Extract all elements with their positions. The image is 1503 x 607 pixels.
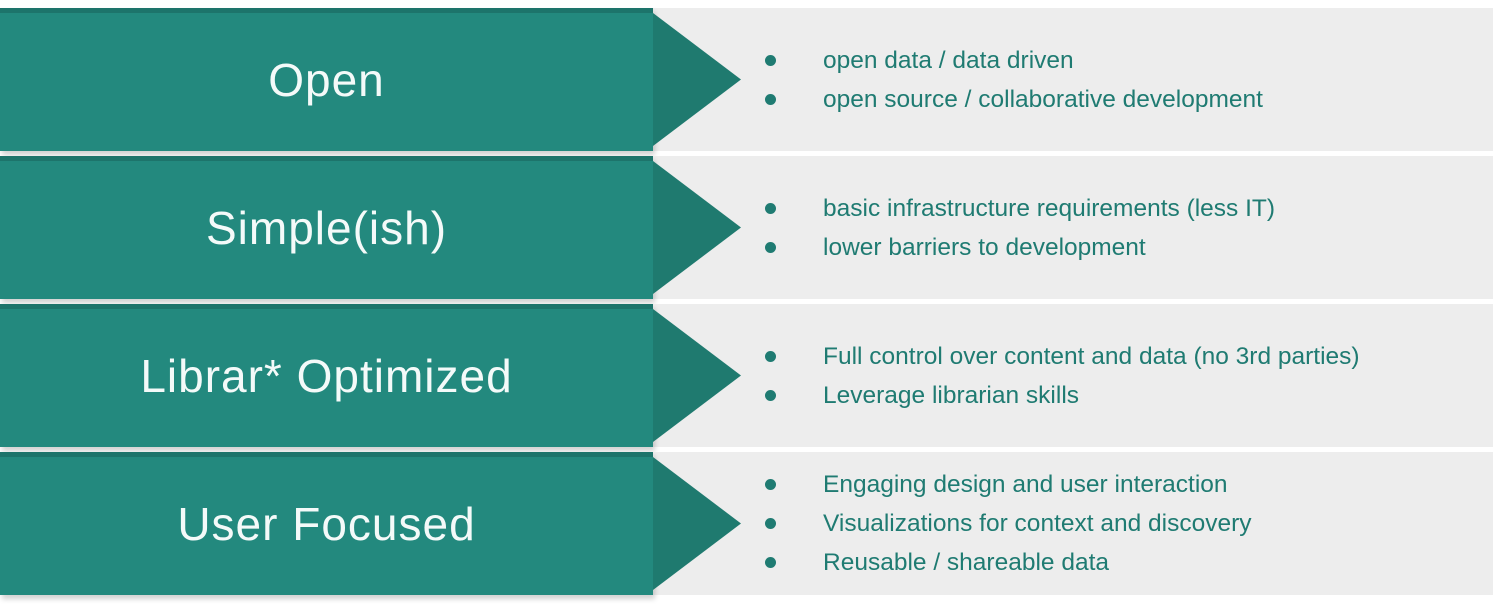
bullet-item: Engaging design and user interaction: [765, 465, 1473, 504]
banner-row-user-focused: User Focused Engaging design and user in…: [0, 452, 1503, 595]
bullet-dot-icon: [765, 518, 776, 529]
arrow-head-icon: [653, 13, 741, 146]
arrow-head-icon: [653, 457, 741, 590]
bullet-item: open data / data driven: [765, 41, 1473, 80]
bullet-item: Reusable / shareable data: [765, 543, 1473, 582]
arrow-body: Open: [0, 8, 653, 151]
arrow-banner: Librar* Optimized: [0, 304, 741, 447]
banner-title: Simple(ish): [205, 201, 448, 254]
bullet-text: basic infrastructure requirements (less …: [823, 194, 1276, 222]
banner-row-simple: Simple(ish) basic infrastructure require…: [0, 156, 1503, 299]
bullet-dot-icon: [765, 389, 776, 401]
bullet-dot-icon: [765, 202, 776, 214]
bullet-text: open source / collaborative development: [823, 85, 1263, 113]
bullet-item: Full control over content and data (no 3…: [765, 337, 1473, 376]
banner-row-librar-optimized: Librar* Optimized Full control over cont…: [0, 304, 1503, 447]
bullet-text: Reusable / shareable data: [823, 549, 1110, 576]
arrow-banner: Open: [0, 8, 741, 151]
bullet-text: Engaging design and user interaction: [823, 471, 1228, 498]
bullet-dot-icon: [765, 241, 776, 253]
bullet-text: lower barriers to development: [823, 233, 1146, 261]
bullet-list: basic infrastructure requirements (less …: [765, 156, 1473, 299]
bullet-item: open source / collaborative development: [765, 80, 1473, 119]
bullet-text: Leverage librarian skills: [823, 381, 1080, 409]
arrow-body: Librar* Optimized: [0, 304, 653, 447]
bullet-dot-icon: [765, 479, 776, 490]
banner-title: Librar* Optimized: [140, 349, 513, 402]
arrow-head-icon: [653, 309, 741, 442]
bullet-dot-icon: [765, 557, 776, 568]
arrow-body: Simple(ish): [0, 156, 653, 299]
bullet-item: Visualizations for context and discovery: [765, 504, 1473, 543]
bullet-text: Visualizations for context and discovery: [823, 510, 1252, 537]
arrow-banner: Simple(ish): [0, 156, 741, 299]
arrow-banner: User Focused: [0, 452, 741, 595]
bullet-text: open data / data driven: [823, 46, 1074, 74]
bullet-list: Engaging design and user interaction Vis…: [765, 452, 1473, 595]
bullet-dot-icon: [765, 93, 776, 105]
bullet-item: lower barriers to development: [765, 228, 1473, 267]
bullet-dot-icon: [765, 350, 776, 362]
bullet-item: Leverage librarian skills: [765, 376, 1473, 415]
bullet-item: basic infrastructure requirements (less …: [765, 189, 1473, 228]
banner-title: User Focused: [177, 497, 476, 550]
arrow-head-icon: [653, 161, 741, 294]
banner-title: Open: [268, 53, 385, 106]
arrow-body: User Focused: [0, 452, 653, 595]
bullet-list: Full control over content and data (no 3…: [765, 304, 1473, 447]
banner-row-open: Open open data / data driven open source…: [0, 8, 1503, 151]
bullet-text: Full control over content and data (no 3…: [823, 342, 1360, 370]
bullet-list: open data / data driven open source / co…: [765, 8, 1473, 151]
bullet-dot-icon: [765, 54, 776, 66]
